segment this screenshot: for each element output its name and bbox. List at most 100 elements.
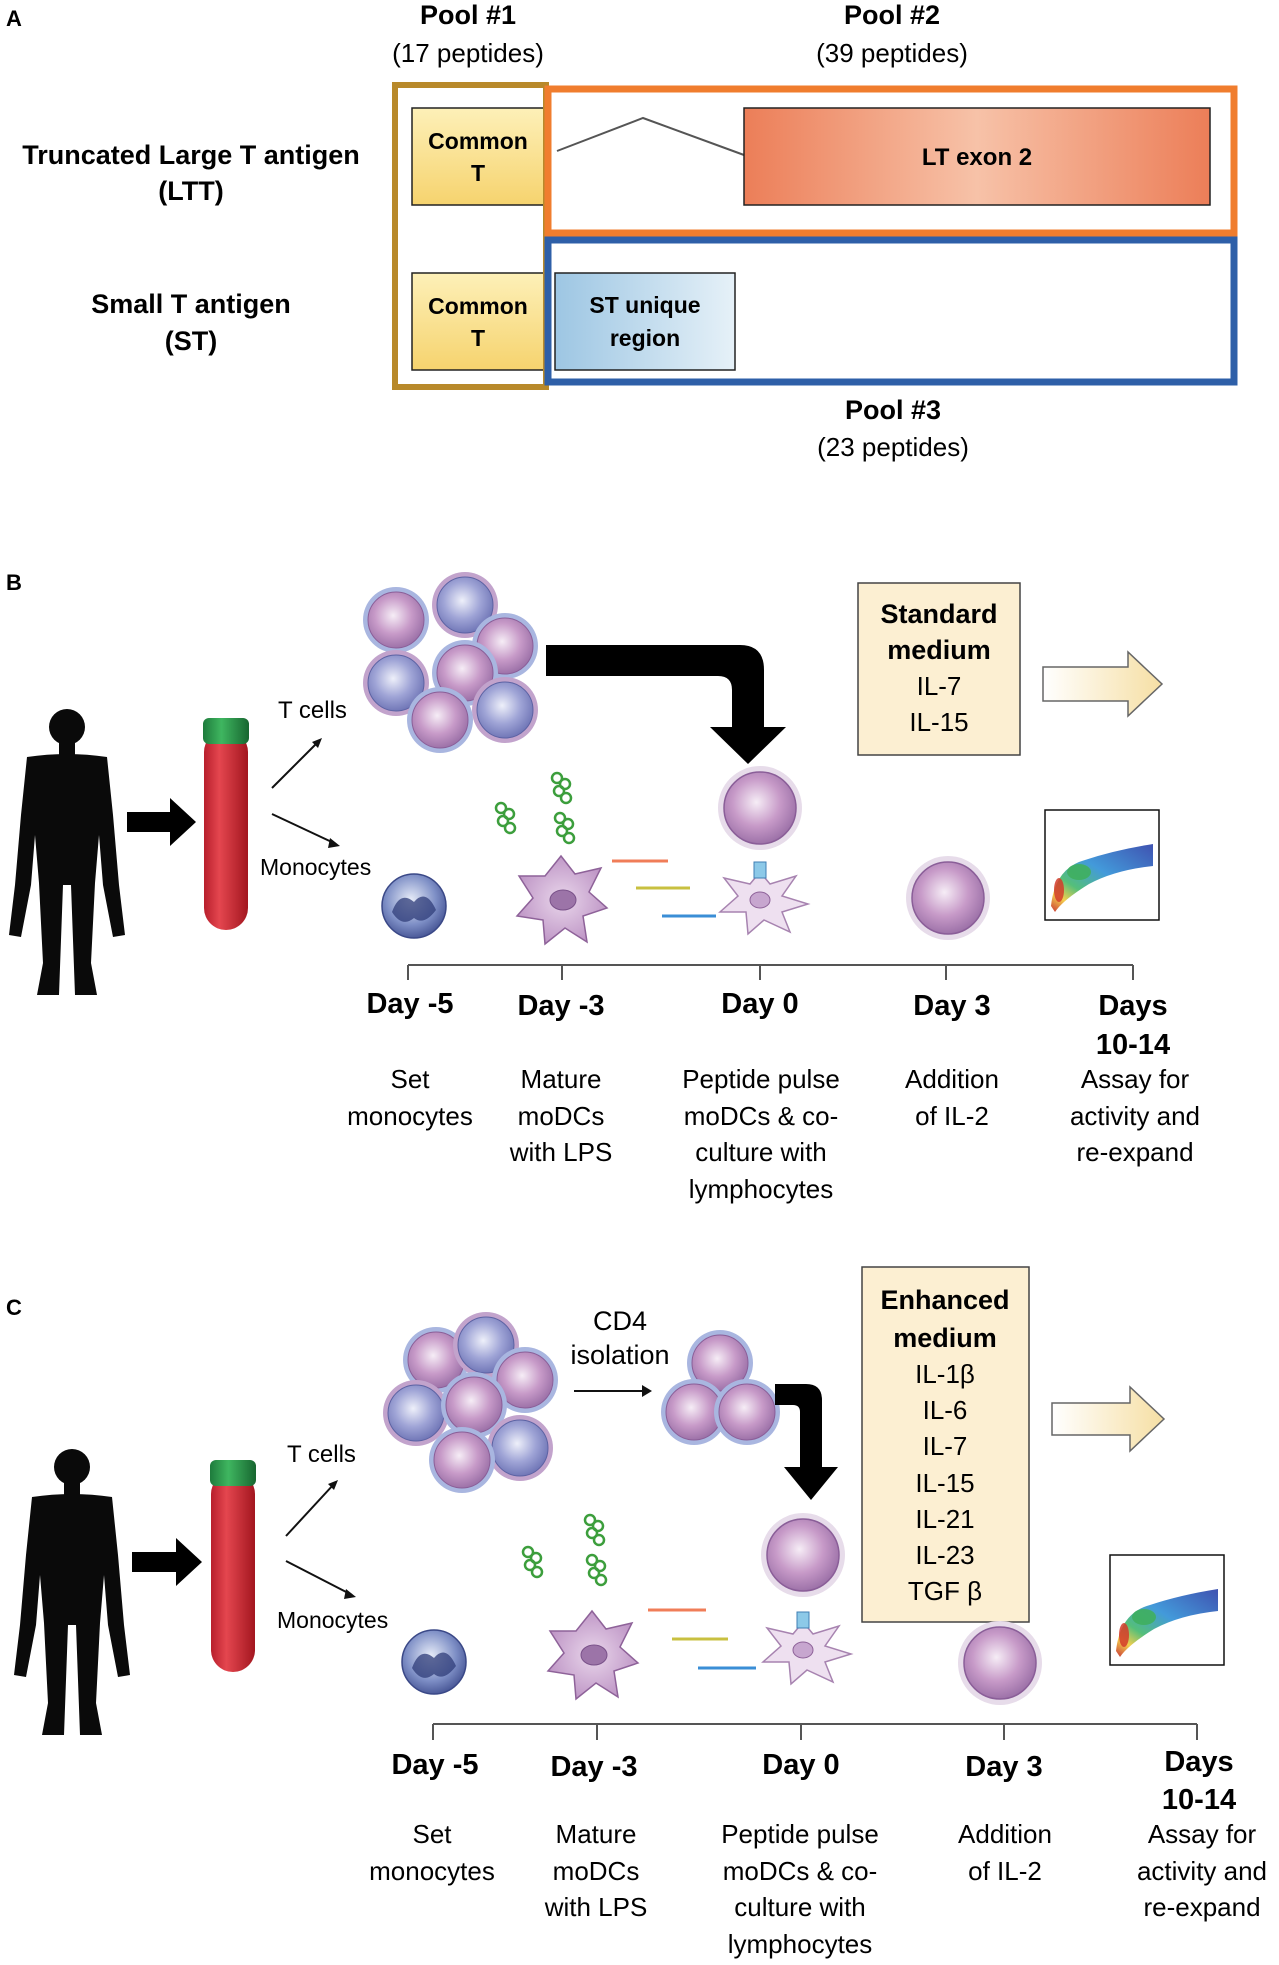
panel-c-letter: C [6, 1295, 22, 1320]
timeline-desc-c-0-1: monocytes [369, 1856, 495, 1886]
timeline-day-b-0: Day -5 [366, 988, 453, 1020]
timeline-desc-c-1-1: moDCs [553, 1856, 640, 1886]
timeline-desc-b-4-0: Assay for [1081, 1064, 1190, 1094]
timeline-desc-b-4-1: activity and [1070, 1101, 1200, 1131]
donor-silhouette-icon [9, 709, 125, 995]
panel-a-letter: A [6, 6, 22, 31]
timeline-day-c-0: Day -5 [391, 1749, 478, 1781]
monocytes-label-c: Monocytes [277, 1607, 388, 1633]
timeline-day-b-2: Day 0 [721, 988, 798, 1020]
cd4-isolation-label: CD4 [593, 1306, 647, 1336]
timeline-desc-c-4-0: Assay for [1148, 1819, 1257, 1849]
pulsed-dc-b [719, 861, 809, 935]
flow-cytometry-plot-b [1044, 809, 1160, 921]
ltt-label: Truncated Large T antigen [22, 140, 360, 170]
pool2-count: (39 peptides) [816, 38, 968, 68]
standard-medium-item-2: IL-15 [909, 707, 968, 737]
donor-to-blood-arrow [127, 798, 196, 846]
donor-to-blood-arrow-c [132, 1538, 202, 1586]
standard-medium-title2: medium [887, 635, 991, 665]
enhanced-medium-item-3: IL-7 [923, 1431, 968, 1461]
cd4-isolation-label2: isolation [570, 1340, 669, 1370]
timeline-desc-c-2-3: lymphocytes [728, 1929, 873, 1959]
timeline-axis-c [432, 1723, 1198, 1740]
lymphocyte-coculture-c [760, 1512, 846, 1598]
monocyte-split-arrow [271, 813, 337, 845]
enhanced-medium-item-1: IL-1β [915, 1359, 975, 1389]
timeline-day-b-1: Day -3 [517, 990, 604, 1022]
cd4-cell-cluster [660, 1329, 781, 1446]
common-t-box-ltt [411, 107, 545, 206]
timeline-desc-b-1-0: Mature [521, 1064, 602, 1094]
tcell-to-coculture-arrow [546, 645, 786, 764]
timeline-day-c-1: Day -3 [550, 1751, 637, 1783]
timeline-desc-b-2-3: lymphocytes [689, 1174, 834, 1204]
common-t-label-st: Common [428, 293, 528, 319]
common-t-sub-ltt: T [471, 160, 485, 186]
tcell-split-arrow [271, 741, 319, 789]
lps-icon-c3 [585, 1553, 608, 1587]
timeline-desc-b-3-0: Addition [905, 1064, 999, 1094]
lymphocyte-coculture-b [717, 765, 803, 851]
timeline-desc-c-1-2: with LPS [544, 1892, 648, 1922]
tcell-split-arrowhead [312, 738, 322, 748]
panel-b-letter: B [6, 570, 22, 595]
lps-icon-b1 [494, 801, 517, 835]
timeline-desc-b-1-1: moDCs [518, 1101, 605, 1131]
common-t-box-st [411, 272, 545, 371]
standard-medium-item-1: IL-7 [917, 671, 962, 701]
timeline-desc-c-2-1: moDCs & co- [723, 1856, 878, 1886]
lt-exon2-box [743, 107, 1211, 206]
timeline-desc-b-1-2: with LPS [509, 1137, 613, 1167]
timeline-desc-c-2-2: culture with [734, 1892, 866, 1922]
lps-icon-b2 [550, 771, 573, 805]
cd4-to-coculture-arrow [775, 1384, 838, 1500]
timeline-day-c-4: Days [1164, 1746, 1233, 1778]
timeline-day-b-4: Days [1098, 990, 1167, 1022]
enhanced-medium-title: Enhanced [880, 1285, 1009, 1315]
tcells-label-b: T cells [278, 697, 347, 724]
expanded-lymphocyte-b [905, 855, 991, 941]
monocyte-split-arrowhead [328, 838, 340, 848]
timeline-desc-c-2-0: Peptide pulse [721, 1819, 879, 1849]
timeline-axis-b [407, 964, 1134, 980]
monocyte-split-arrow-c [285, 1560, 353, 1596]
pulsed-dc-c [762, 1611, 852, 1685]
timeline-day-b-4-range: 10-14 [1096, 1029, 1170, 1061]
timeline-desc-b-2-1: moDCs & co- [684, 1101, 839, 1131]
immature-dc-b [516, 855, 608, 945]
tcell-cluster-b [362, 571, 539, 754]
tcells-label-c: T cells [287, 1441, 356, 1468]
timeline-desc-c-1-0: Mature [556, 1819, 637, 1849]
standard-medium-title: Standard [880, 599, 997, 629]
enhanced-medium-box [861, 1266, 1030, 1623]
lps-icon-b3 [553, 811, 576, 845]
timeline-desc-c-0-0: Set [412, 1819, 452, 1849]
monocyte-cell-b [381, 873, 447, 939]
timeline-desc-b-3-1: of IL-2 [915, 1101, 989, 1131]
timeline-desc-c-4-2: re-expand [1143, 1892, 1260, 1922]
monocytes-label-b: Monocytes [260, 854, 371, 880]
ltt-abbrev: (LTT) [158, 176, 223, 206]
timeline-desc-c-3-1: of IL-2 [968, 1856, 1042, 1886]
pool3-frame [544, 236, 1238, 386]
cd4-isolation-arrowhead [642, 1385, 652, 1397]
st-unique-label: ST unique [589, 292, 700, 318]
enhanced-medium-item-4: IL-15 [915, 1468, 974, 1498]
timeline-desc-b-4-2: re-expand [1076, 1137, 1193, 1167]
timeline-day-c-2: Day 0 [762, 1749, 839, 1781]
st-abbrev: (ST) [165, 326, 217, 356]
timeline-desc-b-2-0: Peptide pulse [682, 1064, 840, 1094]
timeline-day-c-4-range: 10-14 [1162, 1784, 1236, 1816]
lt-exon2-label: LT exon 2 [922, 144, 1032, 171]
common-t-sub-st: T [471, 325, 485, 351]
immature-dc-c [547, 1610, 639, 1700]
flow-cytometry-plot-c [1109, 1554, 1225, 1666]
intron-splice-line [556, 116, 745, 156]
timeline-desc-c-3-0: Addition [958, 1819, 1052, 1849]
standard-medium-box [857, 582, 1021, 756]
enhanced-medium-item-5: IL-21 [915, 1504, 974, 1534]
pool2-frame [544, 85, 1238, 237]
st-unique-box [554, 272, 736, 371]
